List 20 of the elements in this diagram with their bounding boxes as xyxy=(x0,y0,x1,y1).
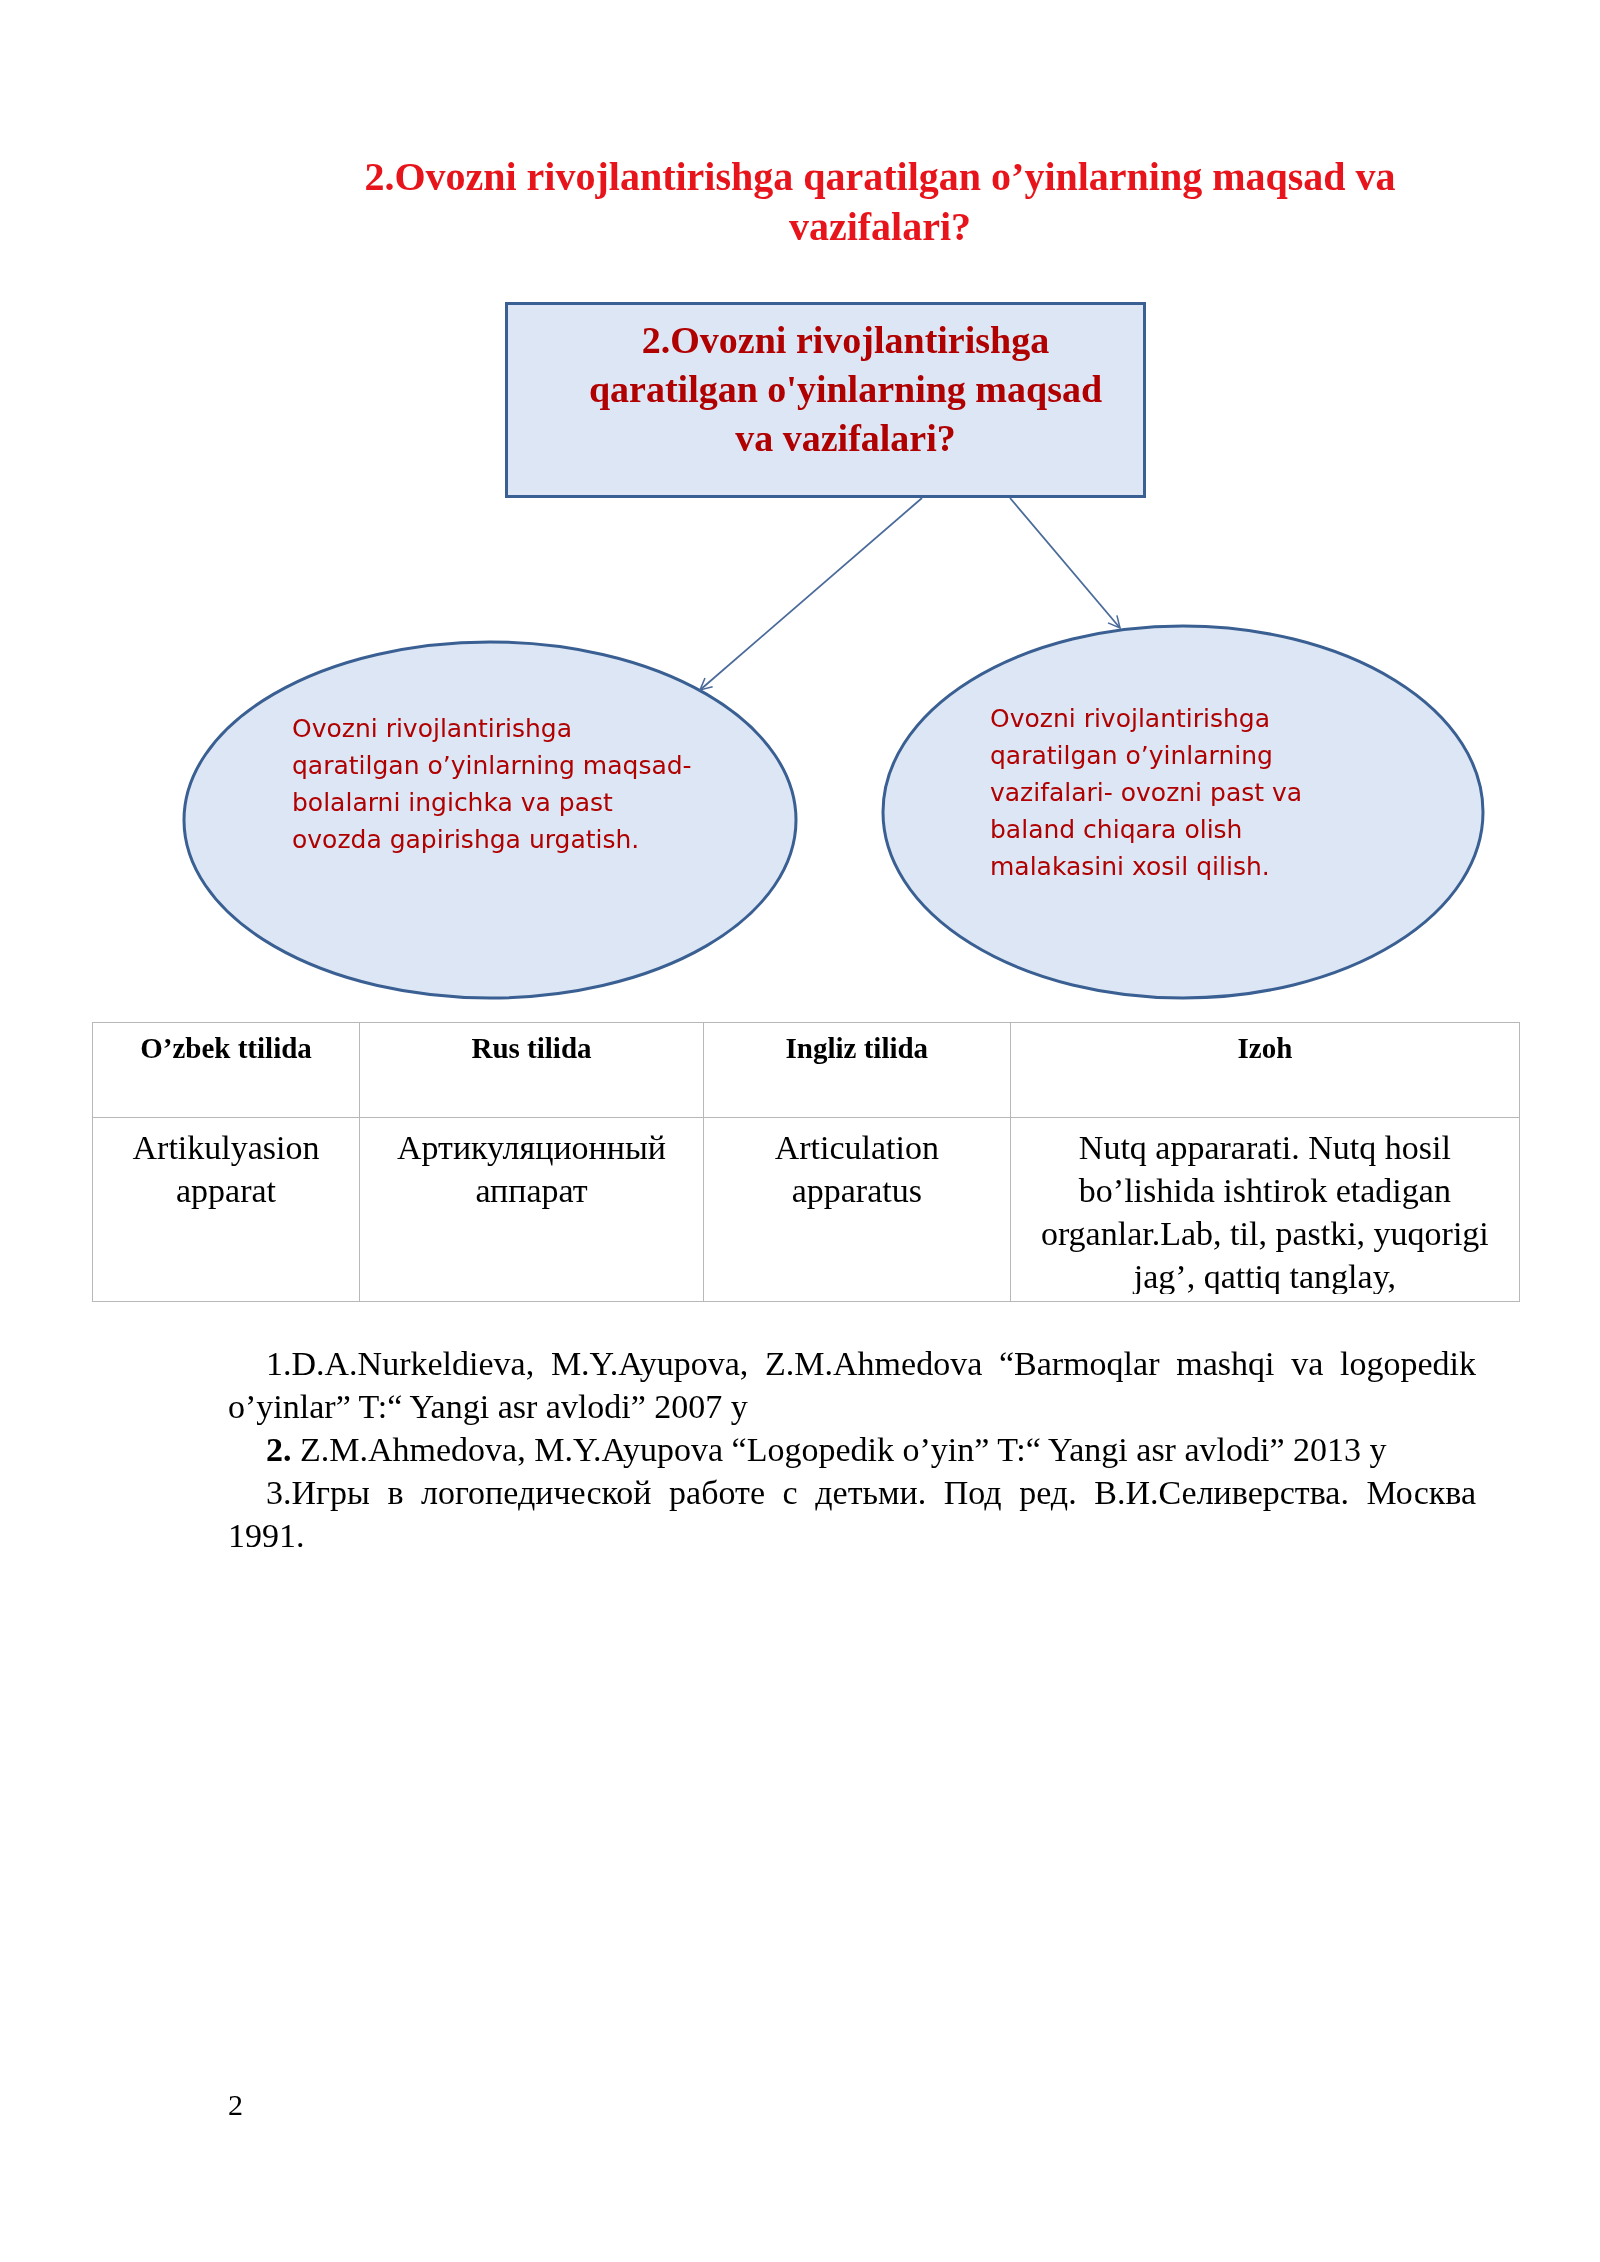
arrow xyxy=(1009,497,1121,629)
header-cell: Rus tilida xyxy=(359,1022,704,1118)
header-cell: Ingliz tilida xyxy=(703,1022,1011,1118)
table-cell: Артикуляционный аппарат xyxy=(359,1117,704,1302)
reference-text: 3.Игры в логопедической работе с детьми. Под ред. В.И.Селиверства. Москва 1991. xyxy=(228,1473,1476,1556)
task-ellipse xyxy=(881,624,1485,1000)
ellipse-text: Ovozni rivojlantirishga qaratilgan o’yinlarning vazifalari- ovozni past va baland chiqara olish malakasini xosil qilish. xyxy=(990,703,1304,883)
goal-ellipse xyxy=(182,640,798,1000)
table-cell: Articulation apparatus xyxy=(703,1117,1011,1302)
header-cell: Izoh xyxy=(1010,1022,1520,1118)
header-cell: O’zbek ttilida xyxy=(92,1022,360,1118)
box-heading: 2.Ovozni rivojlantirishga qaratilgan o'yinlarning maqsad va vazifalari? xyxy=(587,318,1104,461)
page-number: 2 xyxy=(228,2088,243,2122)
arrow xyxy=(699,497,923,691)
page-title: 2.Ovozni rivojlantirishga qaratilgan o’yinlarning maqsad va vazifalari? xyxy=(363,153,1397,251)
title-box xyxy=(505,302,1146,498)
ellipse-text: Ovozni rivojlantirishga qaratilgan o’yinlarning maqsad- bolalarni ingichka va past ovozda gapirishga urgatish. xyxy=(292,713,692,856)
reference-text: 1.D.A.Nurkeldieva, M.Y.Ayupova, Z.M.Ahmedova “Barmoqlar mashqi va logopedik o’yinlar” T:“ Yangi asr avlodi” 2007 y xyxy=(228,1344,1476,1427)
reference-text: 2. Z.M.Ahmedova, M.Y.Ayupova “Logopedik o’yin” T:“ Yangi asr avlodi” 2013 y xyxy=(265,1430,1388,1470)
table-cell: Artikulyasion apparat xyxy=(92,1117,360,1302)
